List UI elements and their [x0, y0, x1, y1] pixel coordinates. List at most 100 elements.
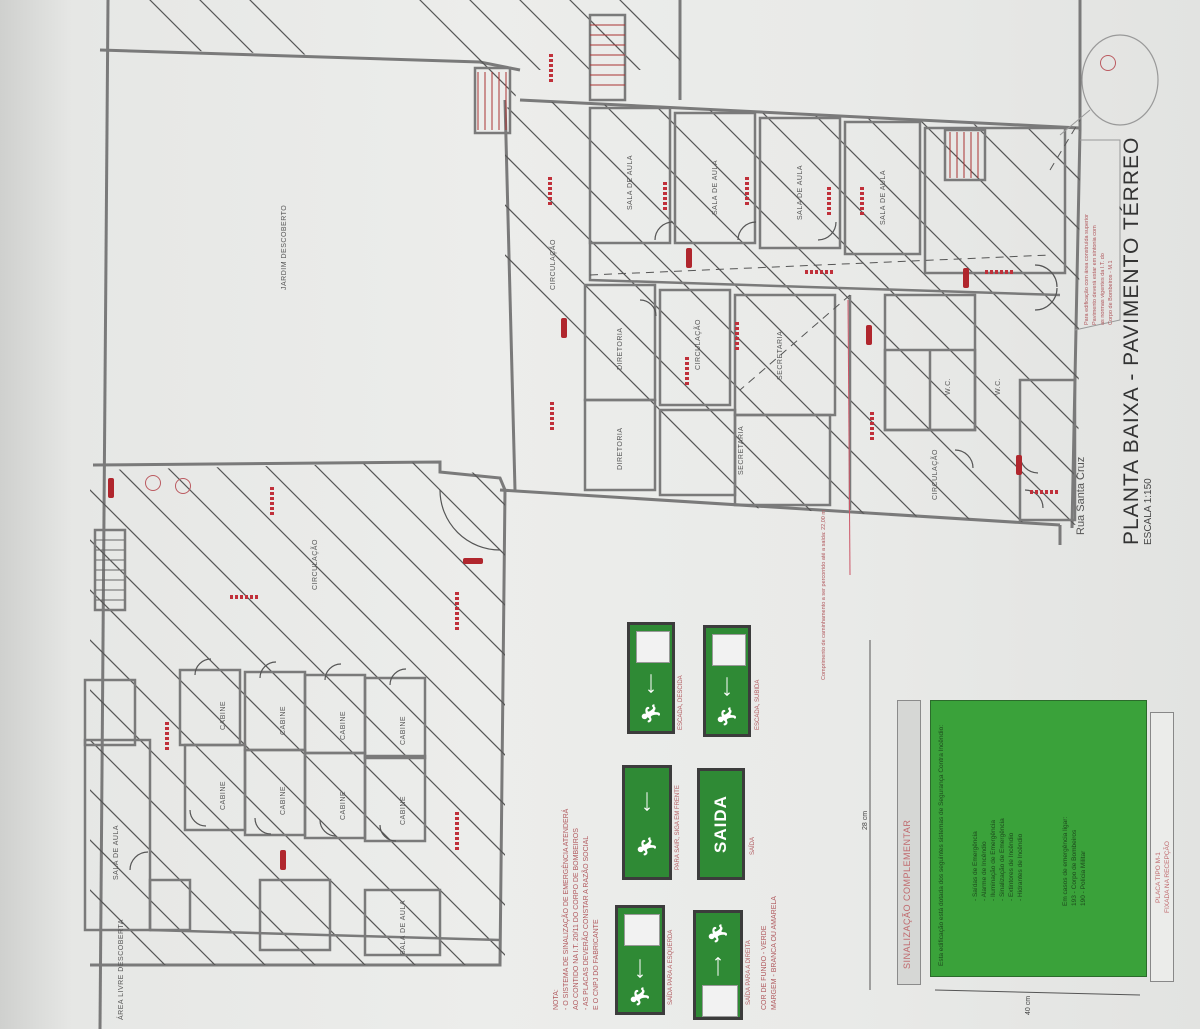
street-name: Rua Santa Cruz: [1075, 456, 1087, 535]
room-label-sala-aula: SALA DE AULA: [880, 169, 887, 225]
running-man-icon: 🏃︎: [636, 835, 657, 858]
sign-caption: ESCADA, SUBIDA: [755, 679, 761, 730]
room-label-wc: W.C.: [995, 377, 1002, 395]
sign-blank-panel: [702, 985, 738, 1017]
side-note-line: as normas vigentes da I.T. do: [1100, 253, 1106, 325]
fire-extinguisher-icon: [963, 268, 969, 288]
notes-line: - AS PLACAS DEVERÃO CONSTAR A RAZÃO SOCI…: [583, 835, 590, 1010]
sign-saida-label: SAIDA: [711, 795, 730, 853]
complementar-panel: Esta edificação está dotada dos seguinte…: [930, 700, 1147, 977]
sign-saida: SAIDA: [697, 768, 745, 880]
exit-route-marker: [735, 320, 739, 350]
route-length-note: Comprimento de caminhamento a ser percor…: [821, 510, 827, 680]
arrow-left-icon: ⟵: [631, 958, 648, 979]
room-label-sala-aula: SALA DE AULA: [113, 824, 120, 880]
side-note-line: Para edificação com área construída supe…: [1084, 214, 1090, 325]
complementar-item: - Sinalização de Emergência: [999, 818, 1006, 901]
side-note-line: Pavimento deverá estar em sintonia com: [1092, 225, 1098, 325]
stairs-icon: [636, 631, 670, 663]
room-label-cabine: CABINE: [220, 700, 227, 730]
room-label-sala-aula: SALA DE AULA: [627, 154, 634, 210]
fire-extinguisher-icon: [108, 478, 114, 498]
side-note: Para edificação com área construída supe…: [1083, 214, 1115, 325]
exit-route-marker: [1030, 490, 1060, 494]
room-label-area-livre: ÁREA LIVRE DESCOBERTA: [118, 919, 125, 1020]
exit-route-marker: [685, 355, 689, 385]
exit-route-marker: [985, 270, 1015, 274]
exit-route-marker: [270, 485, 274, 515]
arrow-icon: ⟵: [718, 676, 735, 697]
room-label-cabine: CABINE: [340, 710, 347, 740]
room-label-sala-aula: SALA DE AULA: [712, 159, 719, 215]
notes-line: E O CNPJ DO FABRICANTE: [593, 919, 600, 1010]
exit-route-marker: [870, 410, 874, 440]
room-label-sala-aula: SALA DE AULA: [797, 164, 804, 220]
room-label-diretoria: DIRETORIA: [617, 327, 624, 371]
sign-caption: ESCADA, DESCIDA: [678, 675, 684, 730]
placa-label-box: PLACA TIPO M-1 FIXADA NA RECEPÇÃO: [1150, 712, 1174, 982]
room-label-secretaria: SECRETARIA: [777, 330, 784, 380]
sign-exit-left: ⟵ 🏃︎: [615, 905, 665, 1015]
sign-exit-forward: 🏃︎ ⟵: [622, 765, 672, 880]
stairs-icon: [712, 634, 746, 666]
exit-route-marker: [455, 810, 459, 850]
placa-line: FIXADA NA RECEPÇÃO: [1164, 841, 1171, 913]
exit-route-marker: [550, 400, 554, 430]
complementar-item: - Saídas de Emergência: [972, 831, 979, 901]
fire-extinguisher-icon: [686, 248, 692, 268]
sign-stairs-up: ⟵ 🏃︎: [703, 625, 751, 737]
sign-stairs-down: ⟵ 🏃︎: [627, 622, 675, 734]
exit-route-marker: [663, 180, 667, 210]
color-notes: COR DE FUNDO - VERDE MARGEM - BRANCA OU …: [760, 896, 780, 1010]
notes-heading: NOTA:: [553, 989, 560, 1010]
exit-route-marker: [549, 52, 553, 82]
room-label-diretoria: DIRETORIA: [617, 427, 624, 471]
emergency-line: Em casos de emergência ligar:: [1062, 816, 1069, 906]
sign-caption: SAÍDA PARA A ESQUERDA: [668, 929, 674, 1005]
dimension-label: 28 cm: [862, 810, 869, 830]
running-man-icon: 🏃︎: [716, 705, 737, 728]
room-label-cabine: CABINE: [280, 785, 287, 815]
alarm-icon: [1100, 55, 1116, 71]
room-label-cabine: CABINE: [400, 715, 407, 745]
arrow-up-icon: ⟵: [638, 791, 655, 812]
exit-route-marker: [745, 175, 749, 205]
sign-caption: PARA SAIR, SIGA EM FRENTE: [675, 785, 681, 870]
room-label-cabine: CABINE: [220, 780, 227, 810]
fire-extinguisher-icon: [280, 850, 286, 870]
exit-route-marker: [548, 175, 552, 205]
fire-extinguisher-icon: [561, 318, 567, 338]
room-label-circulacao: CIRCULAÇÃO: [695, 319, 702, 370]
room-label-sala-aula: SALA DE AULA: [400, 899, 407, 955]
room-label-circulacao: CIRCULAÇÃO: [312, 539, 319, 590]
fire-extinguisher-icon: [463, 558, 483, 564]
emergency-numbers: Em casos de emergência ligar: 193 - Corp…: [1061, 817, 1088, 906]
sign-caption: SAÍDA PARA A DIREITA: [746, 940, 752, 1005]
alarm-icon: [175, 478, 191, 494]
room-label-wc: W.C.: [945, 377, 952, 395]
emergency-line: 190 - Polícia Militar: [1080, 850, 1087, 906]
sign-caption: SAÍDA: [750, 836, 756, 855]
emergency-line: 193 - Corpo de Bombeiros: [1071, 829, 1078, 906]
complementar-items: - Saídas de Emergência - Alarme de Incên…: [971, 818, 1025, 901]
room-label-cabine: CABINE: [400, 795, 407, 825]
complementar-heading: SINALIZAÇÃO COMPLEMENTAR: [902, 819, 912, 969]
running-man-icon: 🏃︎: [640, 702, 661, 725]
room-label-jardim: JARDIM DESCOBERTO: [281, 204, 288, 290]
arrow-right-icon: ⟶: [709, 956, 726, 977]
complementar-header: SINALIZAÇÃO COMPLEMENTAR: [897, 700, 921, 985]
sign-exit-right: ⟶ 🏃︎: [693, 910, 743, 1020]
notes-block: NOTA: - O SISTEMA DE SINALIZAÇÃO DE EMER…: [552, 809, 602, 1010]
plan-title: PLANTA BAIXA - PAVIMENTO TÉRREO: [1120, 136, 1143, 545]
sign-blank-panel: [624, 914, 660, 946]
complementar-item: - Hidrantes de Incêndio: [1017, 833, 1024, 901]
exit-route-marker: [230, 595, 260, 599]
exit-route-marker: [165, 720, 169, 750]
color-note-line: MARGEM - BRANCA OU AMARELA: [771, 896, 778, 1010]
plan-scale: ESCALA 1:150: [1143, 478, 1154, 545]
exit-route-marker: [827, 185, 831, 215]
running-man-icon: 🏃︎: [629, 985, 650, 1008]
complementar-item: - Alarme de Incêndio: [981, 841, 988, 901]
